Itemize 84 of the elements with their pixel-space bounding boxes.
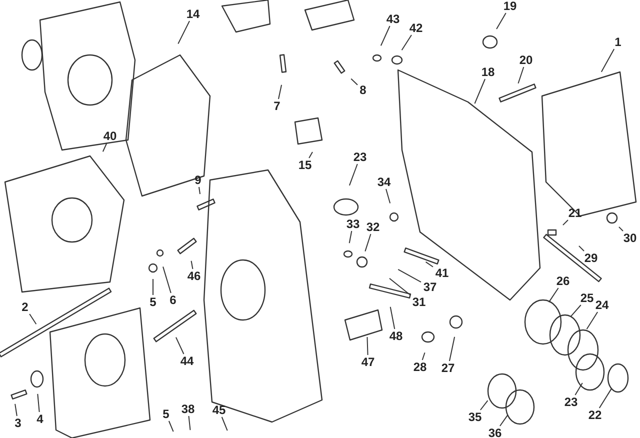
callout-number: 3 (14, 417, 22, 429)
callout-number: 7 (274, 100, 280, 112)
leader-line (366, 336, 368, 356)
leader-line (364, 234, 372, 252)
callout-number: 31 (412, 296, 426, 308)
callout-number: 8 (360, 84, 366, 96)
callout-number: 30 (623, 232, 637, 244)
callout-number: 19 (503, 0, 517, 12)
callout-number: 36 (488, 427, 502, 438)
leader-line (618, 226, 624, 232)
leader-line (570, 304, 582, 318)
leader-line (175, 336, 184, 354)
callout-number: 45 (212, 404, 226, 416)
callout-number: 20 (519, 54, 533, 66)
leader-line (221, 416, 228, 432)
leader-line (168, 420, 174, 432)
callout-number: 35 (468, 411, 482, 423)
leader-line (496, 12, 506, 30)
callout-number: 28 (413, 361, 427, 373)
leader-line (598, 388, 612, 408)
leader-line (562, 220, 568, 226)
callout-number: 27 (441, 362, 455, 374)
leader-line (548, 288, 559, 303)
callout-number: 34 (377, 176, 391, 188)
callout-number: 25 (580, 292, 594, 304)
leader-line (29, 314, 37, 325)
leader-line (518, 66, 524, 84)
callout-number: 4 (36, 413, 44, 425)
leader-line (480, 400, 488, 410)
callout-number: 23 (353, 151, 367, 163)
callout-number: 44 (180, 355, 194, 367)
callout-number: 24 (595, 299, 609, 311)
leader-line (348, 164, 358, 186)
leader-line (600, 48, 615, 72)
leader-line (425, 261, 434, 268)
leader-line (448, 336, 456, 362)
callout-number: 14 (186, 8, 200, 20)
leader-line (388, 278, 411, 296)
callout-number: 29 (584, 252, 598, 264)
leader-line (499, 414, 508, 426)
callout-number: 37 (423, 281, 437, 293)
callout-number: 15 (298, 159, 312, 171)
leader-line (474, 78, 486, 104)
leader-line (102, 142, 108, 152)
callout-number: 38 (181, 403, 195, 415)
leader-line (380, 26, 390, 46)
leader-line (308, 152, 313, 158)
leader-line (278, 84, 282, 100)
leader-line (198, 186, 200, 195)
leader-line (390, 306, 396, 330)
callout-number: 32 (366, 221, 380, 233)
callout-number: 18 (481, 66, 495, 78)
leader-line (401, 34, 412, 51)
leader-line (578, 245, 584, 252)
leader-line (422, 352, 426, 360)
leader-line (190, 260, 194, 270)
leader-line (398, 268, 422, 283)
callout-number: 22 (588, 409, 602, 421)
leader-line (350, 78, 358, 86)
callout-number: 2 (22, 301, 28, 313)
callout-number: 42 (409, 22, 423, 34)
callout-number: 48 (389, 330, 403, 342)
callout-number: 5 (150, 296, 156, 308)
callout-number: 46 (187, 270, 201, 282)
leader-line (348, 230, 352, 244)
callout-number: 26 (556, 275, 570, 287)
callout-number: 40 (103, 130, 117, 142)
callout-number: 6 (170, 294, 176, 306)
leader-line (162, 266, 172, 294)
callout-number: 23 (564, 396, 578, 408)
callout-number: 41 (435, 267, 449, 279)
leader-line (574, 382, 583, 396)
callout-number: 47 (361, 356, 375, 368)
callout-number: 43 (386, 13, 400, 25)
leader-line (386, 188, 391, 204)
callout-number: 1 (614, 36, 622, 48)
leader-line (178, 20, 190, 44)
leader-line (586, 312, 598, 330)
callout-number: 5 (162, 408, 170, 420)
leader-line (188, 416, 191, 431)
callout-number: 33 (346, 218, 360, 230)
leader-line (37, 393, 40, 412)
leader-line (14, 403, 18, 416)
leader-line (152, 278, 154, 296)
